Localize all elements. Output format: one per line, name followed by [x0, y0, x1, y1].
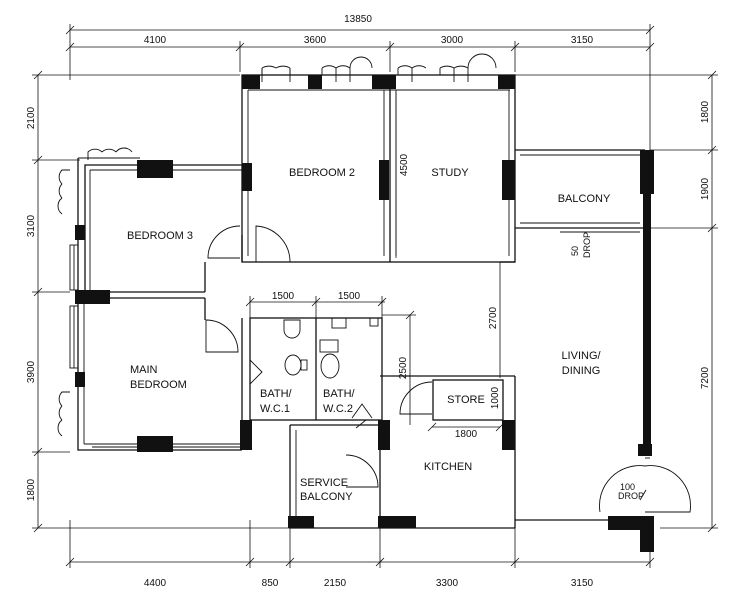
column — [137, 160, 173, 178]
label-service-1: SERVICE — [300, 477, 348, 489]
column — [379, 160, 389, 200]
dim-left-3: 3900 — [26, 360, 37, 383]
column — [498, 75, 515, 89]
dim-top-3: 3000 — [441, 35, 464, 46]
label-bath-1-a: BATH/ — [260, 388, 293, 400]
column — [378, 516, 416, 528]
label-service-2: BALCONY — [300, 491, 353, 503]
column — [640, 150, 654, 194]
dim-top-2: 3600 — [304, 35, 327, 46]
dimension-labels: 13850 4100 3600 3000 3150 4400 850 2150 … — [26, 14, 711, 589]
label-bedroom-2: BEDROOM 2 — [289, 167, 355, 179]
column — [640, 516, 654, 552]
label-main-bedroom-1: MAIN — [130, 364, 158, 376]
structural-columns — [75, 75, 654, 552]
dim-top-4: 3150 — [571, 35, 594, 46]
column — [308, 75, 322, 89]
drop-annotations: 50 DROP 100 DROP — [570, 232, 647, 501]
label-study: STUDY — [431, 167, 469, 179]
dim-bottom-1: 4400 — [144, 578, 167, 589]
dim-bottom-3: 2150 — [324, 578, 347, 589]
column — [75, 290, 110, 304]
column — [502, 420, 515, 450]
walls — [77, 74, 645, 529]
dim-bath-2: 1500 — [338, 291, 361, 302]
label-drop-entrance-value: 100 — [620, 482, 635, 492]
label-drop-balcony-value: 50 — [570, 246, 580, 256]
label-kitchen: KITCHEN — [424, 461, 472, 473]
dim-bath-height: 2500 — [398, 356, 409, 379]
column — [242, 163, 252, 191]
label-balcony: BALCONY — [558, 193, 611, 205]
column — [638, 444, 652, 456]
dim-right-2: 1900 — [700, 177, 711, 200]
column — [288, 516, 314, 528]
dim-left-2: 3100 — [26, 214, 37, 237]
label-bath-1-b: W.C.1 — [260, 403, 290, 415]
dim-top-1: 4100 — [144, 35, 167, 46]
dim-overall: 13850 — [344, 14, 372, 25]
label-drop-entrance: DROP — [618, 491, 644, 501]
dim-bottom-4: 3300 — [436, 578, 459, 589]
dim-left-4: 1800 — [26, 478, 37, 501]
label-living-2: DINING — [562, 365, 601, 377]
label-store: STORE — [447, 394, 485, 406]
label-living-1: LIVING/ — [561, 350, 601, 362]
column — [372, 75, 396, 89]
windows — [57, 53, 497, 448]
dim-right-3: 7200 — [700, 366, 711, 389]
dimension-lines — [32, 24, 718, 568]
dim-left-1: 2100 — [26, 106, 37, 129]
room-labels: BEDROOM 2 STUDY BALCONY BEDROOM 3 MAIN B… — [127, 167, 611, 503]
dim-bottom-5: 3150 — [571, 578, 594, 589]
label-main-bedroom-2: BEDROOM — [130, 379, 187, 391]
bath-fixtures — [283, 317, 379, 429]
label-bath-2-b: W.C.2 — [323, 403, 353, 415]
column — [75, 225, 85, 240]
label-bath-2-a: BATH/ — [323, 388, 356, 400]
label-bedroom-3: BEDROOM 3 — [127, 230, 193, 242]
column — [502, 160, 515, 200]
dim-bottom-2: 850 — [262, 578, 279, 589]
column — [75, 372, 85, 387]
column — [378, 420, 390, 450]
dim-right-1: 1800 — [700, 100, 711, 123]
column — [240, 420, 252, 450]
column — [242, 75, 260, 89]
label-drop-balcony: DROP — [582, 232, 592, 258]
doors — [205, 225, 691, 513]
column — [137, 436, 173, 452]
dim-living-wall: 2700 — [488, 306, 499, 329]
column — [643, 194, 651, 444]
dim-store-depth: 1000 — [490, 386, 501, 409]
dim-study: 4500 — [399, 153, 410, 176]
dim-bath-1: 1500 — [272, 291, 295, 302]
dim-store-width: 1800 — [455, 429, 478, 440]
